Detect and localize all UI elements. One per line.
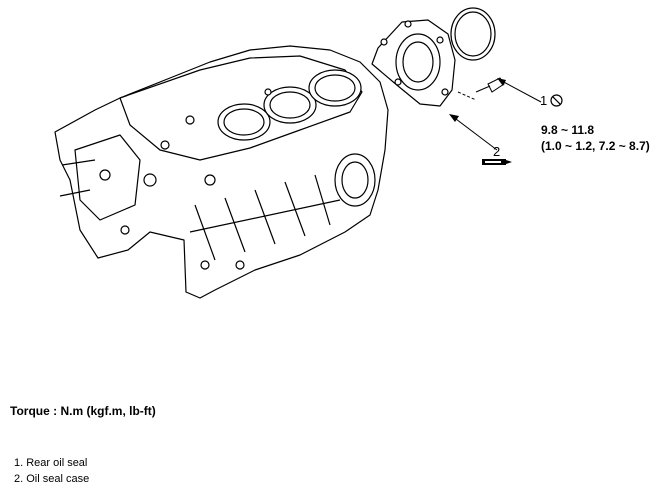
engine-block-diagram xyxy=(54,7,542,299)
torque-spec: 9.8 ~ 11.8 (1.0 ~ 1.2, 7.2 ~ 8.7) xyxy=(541,122,650,154)
torque-heading: Torque : N.m (kgf.m, lb-ft) xyxy=(10,404,156,418)
parts-legend: 1. Rear oil seal 2. Oil seal case xyxy=(14,455,89,487)
legend-item-rear-oil-seal: 1. Rear oil seal xyxy=(14,457,88,469)
rear-oil-seal xyxy=(450,7,496,61)
torque-spec-conversions: (1.0 ~ 1.2, 7.2 ~ 8.7) xyxy=(541,139,650,153)
legend-item-oil-seal-case: 2. Oil seal case xyxy=(14,473,90,485)
sealant-icon xyxy=(482,159,512,165)
torque-spec-value: 9.8 ~ 11.8 xyxy=(541,123,595,137)
leader-line-2 xyxy=(451,115,498,151)
leader-line-1 xyxy=(499,79,542,103)
callout-1-number: 1 xyxy=(540,93,548,108)
callout-2-number: 2 xyxy=(493,144,501,159)
no-reuse-icon xyxy=(550,94,563,107)
